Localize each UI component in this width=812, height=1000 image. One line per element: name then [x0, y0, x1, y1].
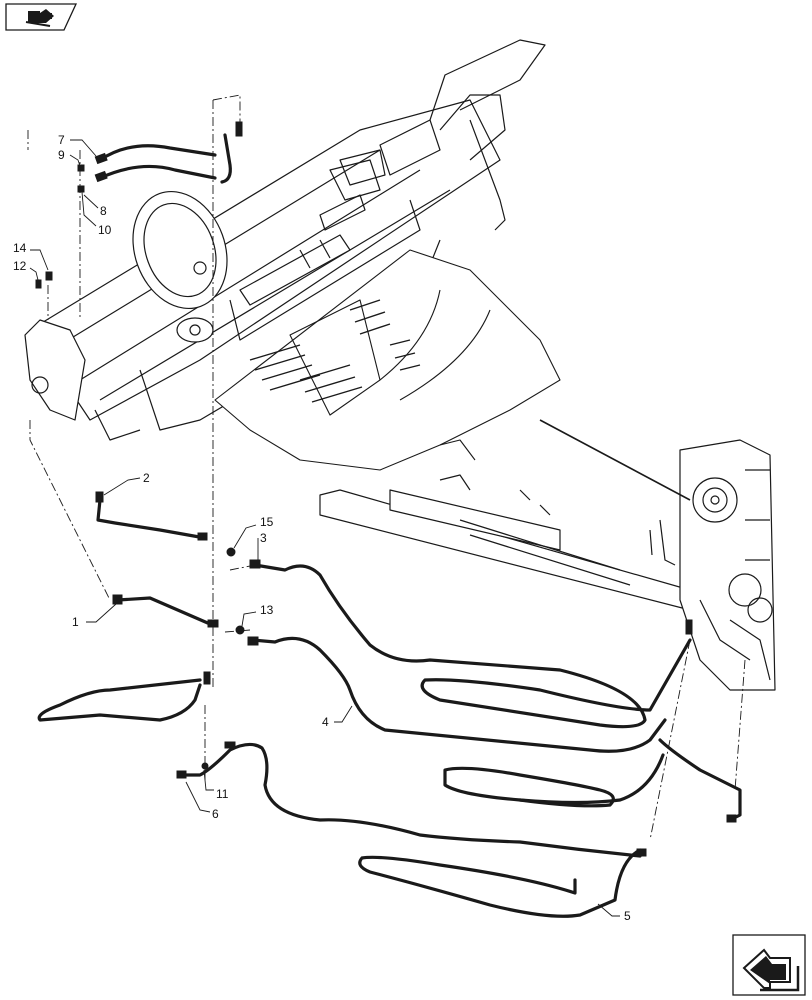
- hydraulic-lines: [37, 133, 742, 918]
- callout-7: 7: [58, 133, 65, 147]
- callout-2: 2: [143, 471, 150, 485]
- alignment-lines: [27, 94, 746, 841]
- callout-11: 11: [216, 787, 229, 801]
- callout-numbers: 7 9 8 10 14 12 2 1 15 3 13 4 11 6 5: [13, 133, 631, 923]
- callout-6: 6: [212, 807, 219, 821]
- callout-3: 3: [260, 531, 267, 545]
- book-arrow-icon[interactable]: [5, 3, 78, 31]
- callout-4: 4: [322, 715, 329, 729]
- lower-arm: [319, 419, 776, 691]
- callout-12: 12: [13, 259, 27, 273]
- callout-14: 14: [13, 241, 27, 255]
- callout-5: 5: [624, 909, 631, 923]
- callout-10: 10: [98, 223, 112, 237]
- fittings: [35, 121, 737, 857]
- callout-15: 15: [260, 515, 274, 529]
- header-frame: [24, 39, 546, 441]
- callout-leaders: [29, 139, 620, 917]
- floor-pan: [214, 249, 561, 471]
- callout-1: 1: [72, 615, 79, 629]
- callout-13: 13: [260, 603, 274, 617]
- callout-8: 8: [100, 204, 107, 218]
- callout-9: 9: [58, 148, 65, 162]
- next-page-arrow-icon[interactable]: [732, 934, 806, 996]
